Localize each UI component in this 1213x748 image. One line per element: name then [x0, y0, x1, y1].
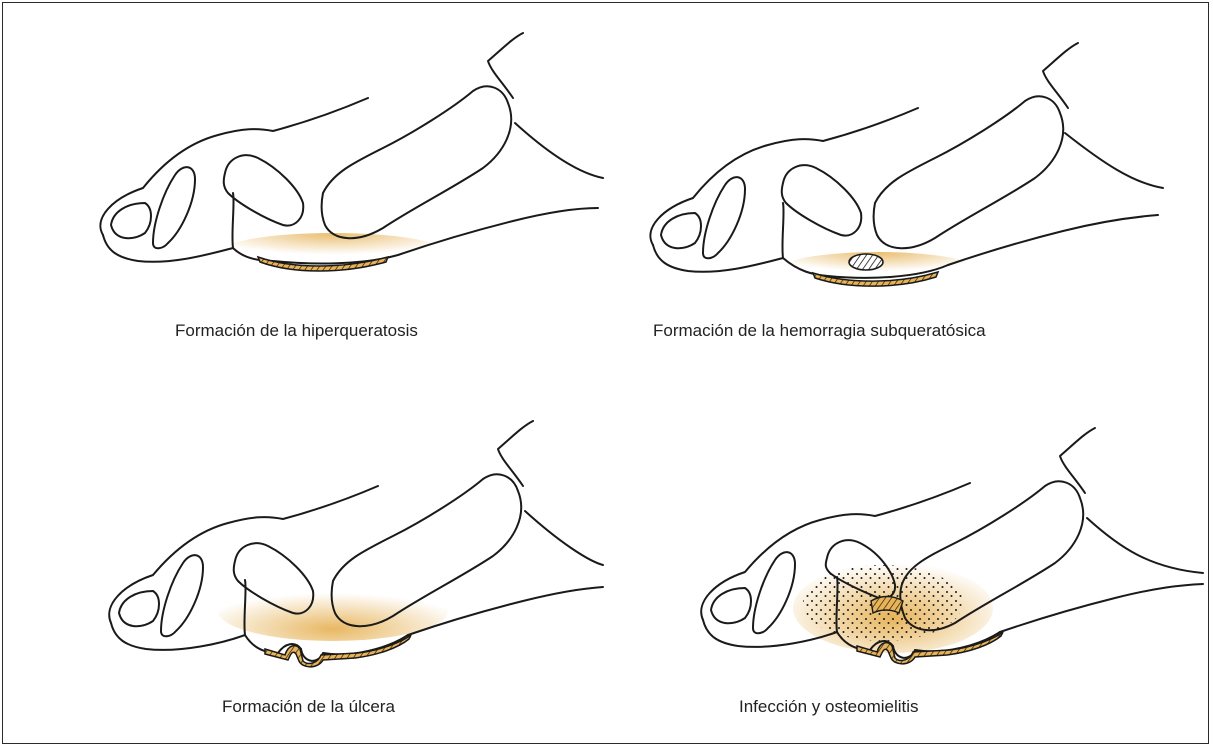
toe-illustration-hiperqueratosis [3, 3, 603, 373]
panel-ulcera: Formación de la úlcera [3, 373, 603, 745]
nail [661, 213, 701, 248]
middle-phalanx [782, 165, 862, 235]
caption-hemorragia: Formación de la hemorragia subqueratósic… [653, 321, 986, 341]
distal-phalanx [703, 177, 745, 258]
caption-infeccion: Infección y osteomielitis [739, 697, 919, 717]
caption-ulcera: Formación de la úlcera [222, 697, 395, 717]
panel-hemorragia: Formación de la hemorragia subqueratósic… [603, 3, 1208, 373]
nail [119, 591, 159, 626]
toe-illustration-hemorragia [603, 3, 1208, 373]
metatarsal [322, 86, 511, 238]
distal-phalanx [161, 555, 203, 636]
nail [711, 588, 751, 623]
panel-infeccion: Infección y osteomielitis [603, 373, 1208, 745]
caption-hiperqueratosis: Formación de la hiperqueratosis [175, 321, 418, 341]
toe-illustration-ulcera [3, 373, 603, 745]
panel-hiperqueratosis: Formación de la hiperqueratosis [3, 3, 603, 373]
metatarsal [874, 96, 1063, 248]
inflammation-shading [218, 581, 448, 641]
distal-phalanx [753, 552, 795, 633]
distal-phalanx [153, 167, 195, 248]
toe-illustration-infeccion [603, 373, 1208, 745]
middle-phalanx [224, 155, 304, 225]
nail [111, 203, 151, 238]
subkeratotic-hemorrhage [849, 254, 883, 270]
